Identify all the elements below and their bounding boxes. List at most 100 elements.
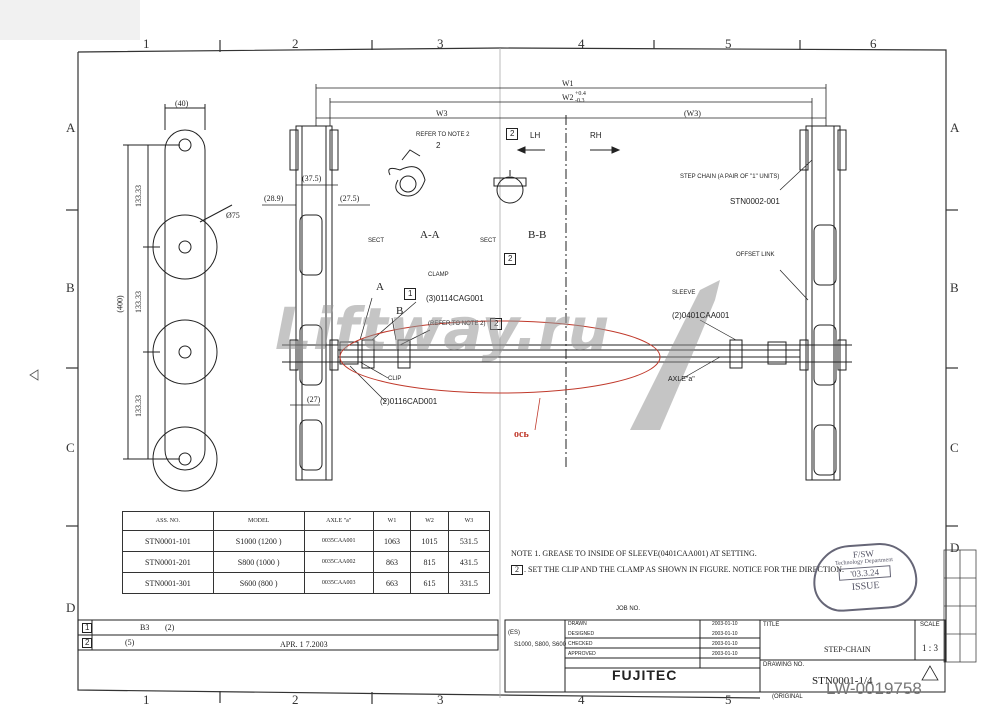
bom-cell: 431.5 [447,551,491,573]
section-bb-clamp [493,146,621,204]
issue-stamp: F/SW Technology Department '03.3.24 ISSU… [810,540,920,614]
sleeve-label: SLEEVE [672,290,696,296]
note-2: . SET THE CLIP AND THE CLAMP AS SHOWN IN… [524,565,844,574]
bom-cell: STN0001-201 [122,551,214,573]
dim-28-9: (28.9) [264,194,284,203]
dim-37-5: (37.5) [302,174,322,183]
designed-label: DESIGNED [568,631,595,637]
scale-label: SCALE [920,622,940,628]
table-row: STN0001-301 S600 (800 ) 0035CAA003 663 6… [122,572,491,594]
zone-col-4: 4 [578,36,585,51]
section-aa-sect-label: SECT [368,238,385,244]
bom-cell: 331.5 [447,572,491,594]
refer-note-label: REFER TO NOTE 2 [416,132,470,138]
bom-table: ASS. NO. MODEL AXLE "a" W1 W2 W3 STN0001… [122,511,491,594]
bom-cell: 531.5 [447,530,491,552]
zone-col-1: 1 [143,36,150,51]
dim-top-width: (40) [175,99,189,108]
offset-link-label: OFFSET LINK [736,252,775,258]
dim-w2-tol-plus: +0.4 [575,91,586,97]
title-label: TITLE [763,622,780,628]
models-code: (ES) [508,630,520,636]
dim-roller-diameter: Ø75 [226,211,240,220]
bom-header-ass-no: ASS. NO. [122,511,214,531]
drawing-frame [66,40,958,704]
dim-w3-right: (W3) [684,109,701,118]
step-chain-part-number: STN0002-001 [730,197,780,206]
axis-annotation-ru: ось [514,429,529,440]
bom-header-axle: AXLE "a" [303,511,374,531]
dim-total-height: (400) [115,295,125,313]
bom-cell: 0035CAA001 [303,530,374,552]
bom-cell: STN0001-301 [122,572,214,594]
watermark-text: Liftway.ru [275,295,611,363]
dim-pitch-1: 133.33 [134,185,143,207]
zone-row-d: D [66,600,76,615]
zone-row-b: B [66,280,75,295]
designed-date: 2003-01-10 [712,631,738,637]
drawing-number: STN0001-1/4 [812,675,873,687]
clamp-number-badge: 1 [404,288,417,300]
company-logo: FUJITEC [612,667,678,683]
section-aa-title: A-A [420,229,440,241]
section-bb-sect-label: SECT [480,238,497,244]
zone-row-c-right: C [950,440,959,455]
dim-pitch-2: 133.33 [134,291,143,313]
drawn-date: 2003-01-10 [712,621,738,627]
bom-cell: 0035CAA002 [303,551,374,573]
scale-value: 1 : 3 [922,643,939,653]
models-list: S1000, S800, S600 [514,642,567,648]
right-chain-front [799,125,847,481]
zone-col-3: 3 [437,36,444,51]
bom-cell: STN0001-101 [122,530,214,552]
section-bb-note-badge: 2 [506,128,519,140]
dim-w2: W2 [562,93,574,102]
refer-note-2-label: (REFER TO NOTE 2) [428,321,486,327]
note-1: NOTE 1. GREASE TO INSIDE OF SLEEVE(0401C… [511,549,757,558]
section-aa-clip [388,149,426,197]
axle-shaft [282,115,852,470]
zone-col-5-bottom: 5 [725,692,732,707]
original-label: (ORIGINAL [772,694,803,700]
zone-col-2-bottom: 2 [292,692,299,707]
bom-header-model: MODEL [212,511,305,531]
clamp-label: CLAMP [428,272,449,278]
bom-cell: 1015 [410,530,449,552]
table-row: STN0001-201 S800 (1000 ) 0035CAA002 863 … [122,551,491,573]
section-bb-title: B-B [528,229,547,241]
refer-note-2-badge: 2 [490,318,503,330]
bom-cell: 663 [372,572,412,594]
zone-col-3-bottom: 3 [437,692,444,707]
dim-w1: W1 [562,79,574,88]
bom-cell: 0035CAA003 [303,572,374,594]
section-cut-b-mark: B [396,305,404,317]
revision-2-number: 2 [82,638,93,648]
dim-27: (27) [307,395,321,404]
zone-row-a: A [66,120,76,135]
sleeve-part-number: (2)0401CAA001 [672,311,730,320]
dim-w3-left: W3 [436,109,448,118]
lh-label: LH [530,131,541,140]
approved-date: 2003-01-10 [712,651,738,657]
zone-row-c: C [66,440,75,455]
zone-col-6: 6 [870,36,877,51]
stamp-issue: ISSUE [851,580,880,593]
watermark-arrow-graphic [630,280,720,430]
revision-1-qty: (2) [165,623,175,632]
zone-row-b-right: B [950,280,959,295]
bom-cell: 863 [372,551,412,573]
section-cut-a-mark: A [376,281,384,293]
checked-date: 2003-01-10 [712,641,738,647]
title-block-frame [77,619,946,693]
note-2-badge: 2 [511,565,523,575]
job-no-label: JOB NO. [616,606,641,612]
drawn-label: DRAWN [568,621,587,627]
checked-label: CHECKED [568,641,593,647]
reference-number: LW-0019758 [826,679,922,698]
bom-header-w3: W3 [447,511,491,531]
drawing-no-label: DRAWING NO. [763,662,805,668]
zone-col-1-bottom: 1 [143,692,150,707]
zone-row-a-right: A [950,120,960,135]
step-chain-label: STEP CHAIN (A PAIR OF "1" UNITS) [680,174,780,180]
